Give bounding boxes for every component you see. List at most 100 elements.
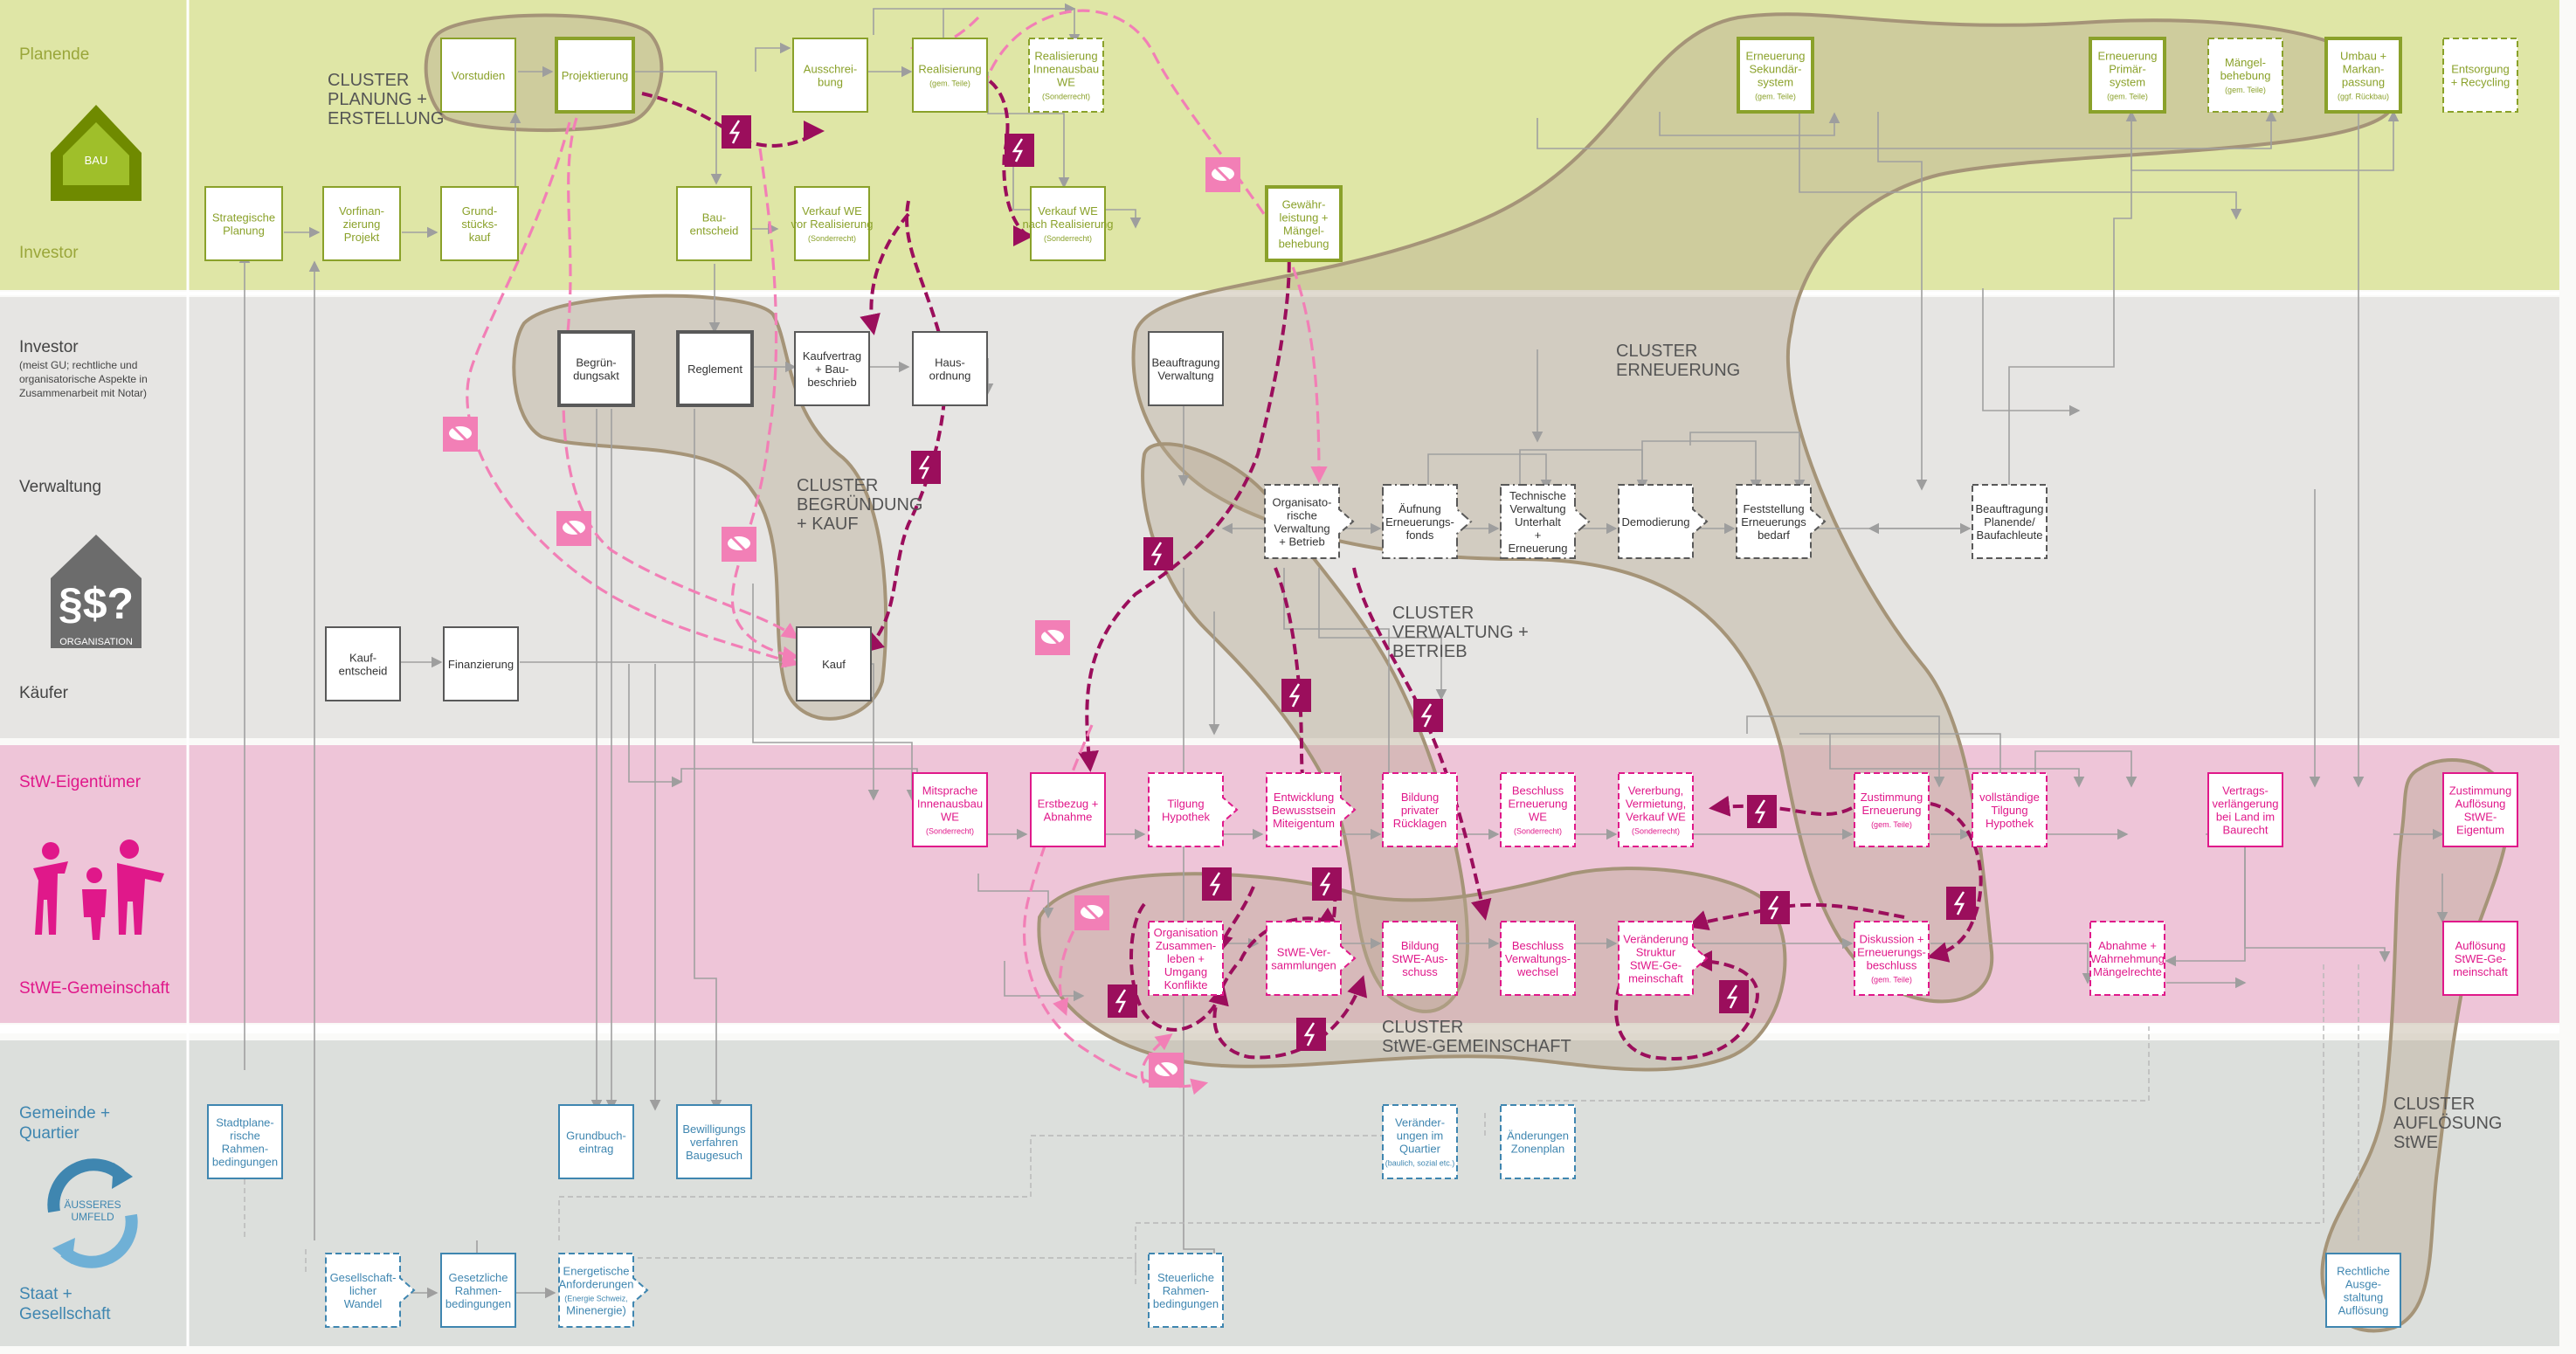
node-label: Erneuerungs [1741, 515, 1806, 528]
node-label: Gewähr- [1282, 198, 1326, 211]
node-label: Abnahme [1044, 811, 1093, 824]
node-label: StWE- [2464, 811, 2497, 824]
node-reglement: Reglement [678, 332, 752, 405]
cluster-begruendung-0: CLUSTER [797, 476, 878, 495]
node-label: Verwaltung [1509, 502, 1565, 515]
node-vererbung: Vererbung,Vermietung,Verkauf WE(Sonderre… [1619, 773, 1693, 846]
node-label: fonds [1406, 528, 1434, 542]
node-label: Kauf- [349, 652, 376, 665]
node-kaufvertrag: Kaufvertrag+ Bau-beschrieb [795, 332, 869, 405]
node-label: Struktur [1636, 946, 1676, 959]
conflict-icon [1202, 867, 1232, 901]
node-label: StWE-Ver- [1277, 946, 1330, 959]
node-label: bedingungen [212, 1156, 278, 1169]
conflict-icon [1005, 134, 1034, 167]
node-label: ungen im [1397, 1129, 1443, 1143]
node-label: Primär- [2109, 63, 2146, 76]
lane-staat-0: Staat + [19, 1285, 73, 1303]
node-label: (Sonderrecht) [808, 234, 856, 243]
cluster-planung-2: ERSTELLUNG [328, 109, 444, 128]
node-label: Erstbezug + [1038, 798, 1099, 811]
node-label: verlängerung [2213, 798, 2279, 811]
conflict-icon [1413, 699, 1443, 732]
node-label: stücks- [461, 218, 497, 231]
node-label: Zonenplan [1511, 1143, 1564, 1156]
node-label: Rücklagen [1393, 817, 1447, 830]
node-label: Vermietung, [1626, 798, 1686, 811]
lane-investor2: Investor [19, 338, 79, 356]
conflict-icon [1719, 980, 1749, 1013]
node-label: (Sonderrecht) [1632, 827, 1680, 836]
node-label: Tilgung [1991, 804, 2027, 817]
node-label: passung [2342, 76, 2385, 89]
node-label: vor Realisierung [791, 218, 874, 231]
node-label: Verkauf WE [802, 204, 862, 218]
node-label: Erneuerung [2098, 50, 2158, 63]
node-label: (gem. Teile) [2107, 93, 2148, 101]
node-label: Planung [223, 225, 265, 238]
node-label: bung [818, 76, 843, 89]
node-label: Finanzierung [448, 658, 514, 671]
node-label: Verkauf WE [1038, 204, 1098, 218]
node-label: Innenausbau [1033, 63, 1099, 76]
node-label: Organisato- [1273, 496, 1332, 509]
node-projektierung: Projektierung [556, 38, 633, 112]
node-beschluss-ern-we: BeschlussErneuerungWE(Sonderrecht) [1501, 773, 1575, 846]
node-label: Grund- [462, 204, 497, 218]
node-label: Eigentum [2456, 824, 2504, 837]
node-label: Vorfinan- [339, 204, 384, 218]
conflict-icon [1281, 679, 1311, 712]
communication-icon [1074, 895, 1109, 930]
node-label: zierung [343, 218, 381, 231]
node-label: wechsel [1516, 965, 1558, 978]
node-label: rische [1287, 509, 1317, 522]
node-verkauf-nach: Verkauf WEnach Realisierung(Sonderrecht) [1022, 187, 1113, 260]
node-verkauf-vor: Verkauf WEvor Realisierung (Sonderrecht) [791, 187, 874, 260]
node-label: leben + [1167, 952, 1205, 965]
conflict-icon [1108, 984, 1137, 1018]
node-label: Feststellung [1743, 502, 1804, 515]
node-label: Miteigentum [1273, 817, 1335, 830]
node-label: eintrag [579, 1143, 614, 1156]
node-label: Projekt [344, 231, 380, 244]
node-label: Erneuerungs- [1857, 946, 1926, 959]
node-label: Gesetzliche [449, 1271, 508, 1284]
node-label: Strategische [212, 211, 275, 225]
node-grundbuch: Grundbuch-eintrag [559, 1105, 633, 1178]
svg-text:UMFELD: UMFELD [71, 1211, 114, 1223]
node-label: Planende/ [1984, 515, 2035, 528]
node-label: beschrieb [807, 376, 856, 389]
lane-investor: Investor [19, 244, 79, 262]
node-label: Wahrnehmung [2090, 952, 2165, 965]
node-umbau: Umbau +Markan-passung(ggf. Rückbau) [2326, 38, 2400, 112]
node-ruecklagen: BildungprivaterRücklagen [1383, 773, 1457, 846]
node-rechtliche: RechtlicheAusge-staltungAuflösung [2326, 1254, 2400, 1327]
node-label: (Energie Schweiz, [564, 1295, 628, 1303]
node-label: Mängel- [1283, 225, 1324, 238]
conflict-icon [722, 115, 751, 149]
node-label: bei Land im [2216, 811, 2275, 824]
node-label: Baufachleute [1977, 528, 2043, 542]
node-label: Haus- [935, 356, 965, 370]
node-label: Anforderungen [558, 1278, 633, 1291]
node-label: Umbau + [2340, 50, 2386, 63]
node-label: Abnahme + [2098, 939, 2157, 952]
node-gewaehrleistung: Gewähr-leistung +Mängel-behebung [1267, 187, 1341, 260]
cluster-aufloesung-0: CLUSTER [2393, 1095, 2475, 1114]
node-label: Bildung [1401, 791, 1439, 804]
svg-text:ORGANISATION: ORGANISATION [59, 637, 133, 647]
node-label: Rahmen- [1163, 1284, 1209, 1297]
node-label: Beauftragung [1975, 502, 2043, 515]
node-label: Steuerliche [1157, 1271, 1214, 1284]
node-label: Tilgung [1167, 798, 1204, 811]
node-label: Grundbuch- [566, 1129, 626, 1143]
node-aufloesung-stwe: AuflösungStWE-Ge-meinschaft [2443, 922, 2517, 995]
node-label: Bewilligungs [682, 1123, 746, 1136]
lane-investor2-sub-2: Zusammenarbeit mit Notar) [19, 387, 147, 399]
node-label: Bewusstsein [1272, 804, 1336, 817]
cluster-gemeinschaft-0: CLUSTER [1382, 1018, 1463, 1037]
